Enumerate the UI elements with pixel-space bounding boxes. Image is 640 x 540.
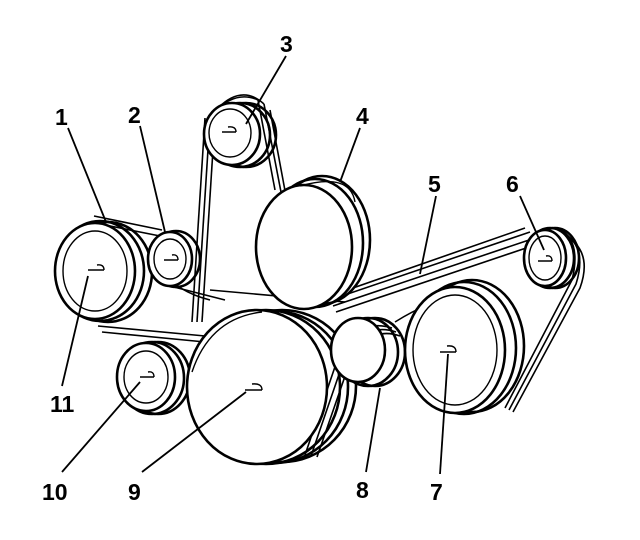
leader-4 xyxy=(339,127,361,183)
pulley-3 xyxy=(202,101,278,169)
leader-10 xyxy=(61,381,141,473)
leader-11 xyxy=(61,275,89,387)
leader-8 xyxy=(365,387,381,473)
label-8: 8 xyxy=(356,477,369,503)
leader-9 xyxy=(141,391,247,473)
label-1: 1 xyxy=(55,104,68,130)
pulley-10 xyxy=(115,340,192,416)
label-2: 2 xyxy=(128,102,141,128)
leader-6 xyxy=(519,195,545,251)
leader-3 xyxy=(245,55,287,125)
shaft-mark-11 xyxy=(88,264,105,271)
pulley-9 xyxy=(185,308,358,466)
leader-7 xyxy=(439,353,449,475)
leader-2 xyxy=(139,125,166,233)
leader-5 xyxy=(419,195,437,275)
label-7: 7 xyxy=(430,479,443,505)
shaft-mark-2 xyxy=(164,254,179,261)
leader-1 xyxy=(67,127,107,223)
label-6: 6 xyxy=(506,171,519,197)
pulley-6 xyxy=(522,226,581,290)
shaft-mark-6 xyxy=(538,255,553,262)
label-9: 9 xyxy=(128,479,141,505)
label-11: 11 xyxy=(50,391,75,417)
label-5: 5 xyxy=(428,171,441,197)
pulley-8 xyxy=(329,316,407,388)
pulley-7 xyxy=(403,278,526,416)
shaft-mark-10 xyxy=(140,371,155,378)
leader-lines xyxy=(61,55,545,475)
pulley-11 xyxy=(53,219,154,324)
shaft-mark-3 xyxy=(222,126,237,133)
callout-labels: 1 2 3 4 5 6 7 8 9 10 11 xyxy=(42,31,519,505)
pulley-2 xyxy=(146,229,202,289)
pulley-4 xyxy=(254,174,372,311)
label-4: 4 xyxy=(356,103,369,129)
shaft-mark-7 xyxy=(440,345,457,353)
label-10: 10 xyxy=(42,479,68,505)
label-3: 3 xyxy=(280,31,293,57)
shaft-mark-9 xyxy=(245,383,263,391)
